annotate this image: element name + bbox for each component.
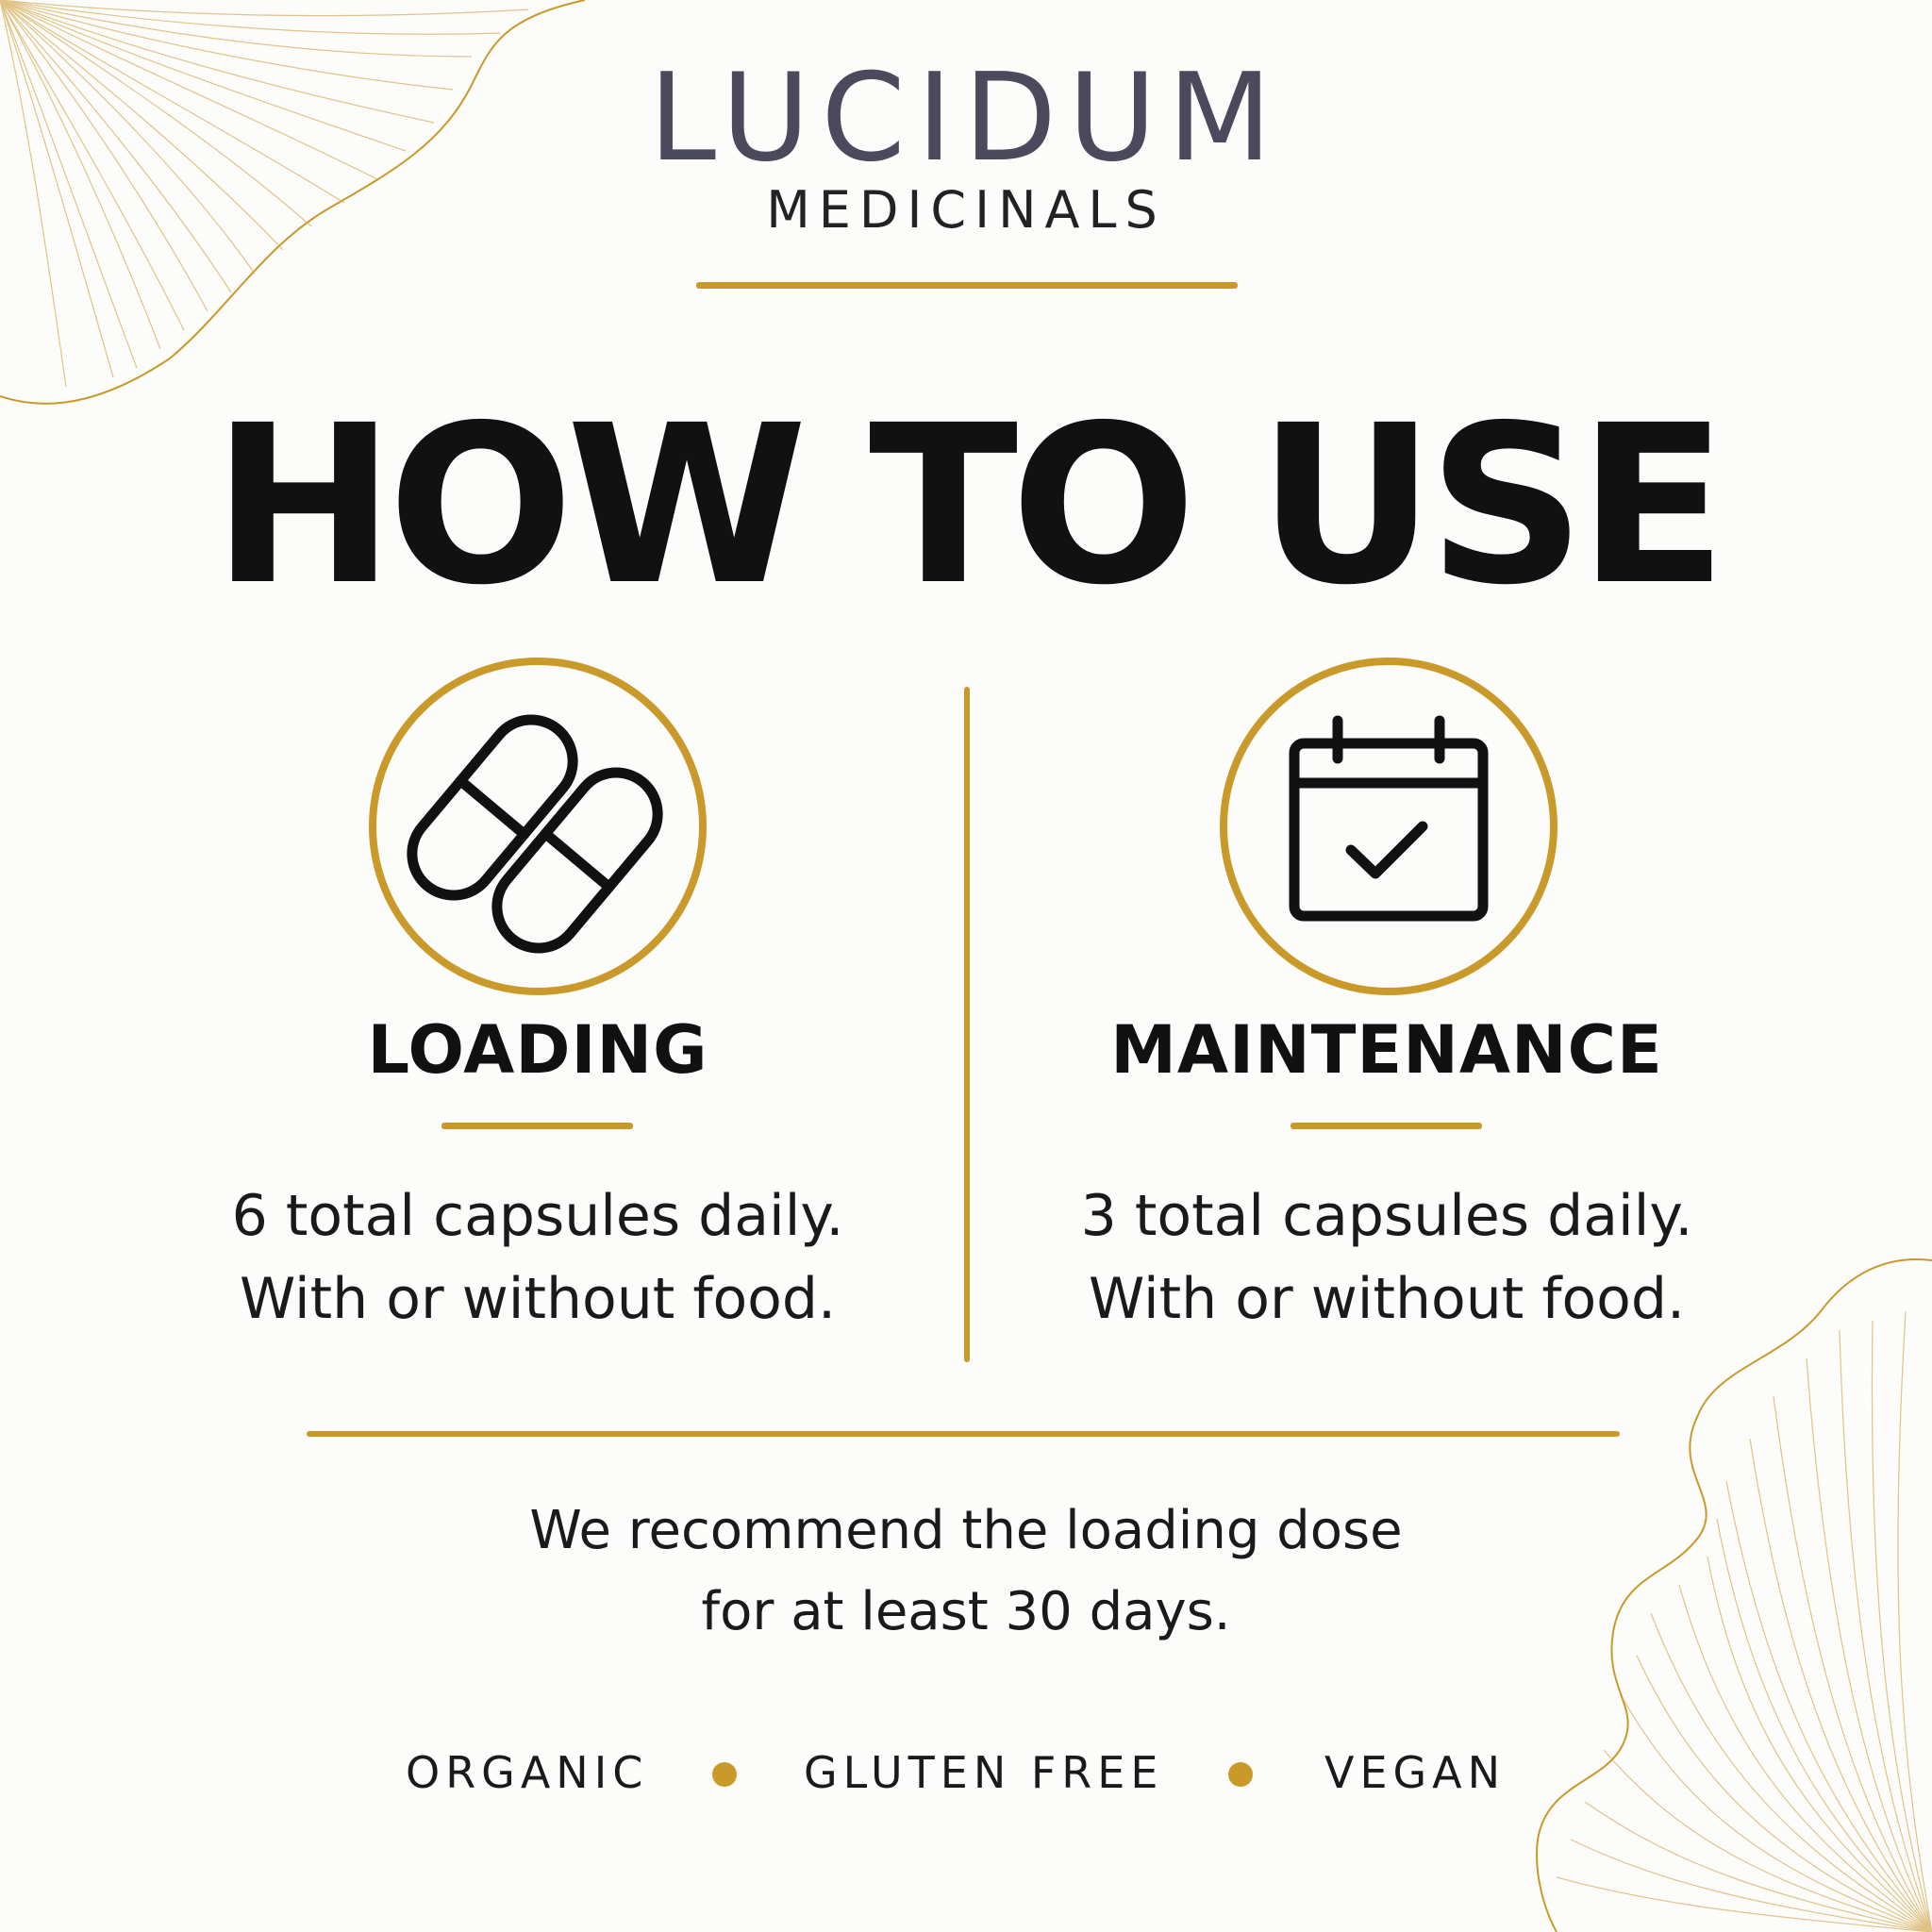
loading-line-2: With or without food. xyxy=(239,1266,837,1332)
loading-divider xyxy=(441,1123,633,1129)
loading-instructions: 6 total capsules daily. With or without … xyxy=(160,1174,915,1341)
page-headline: HOW TO USE xyxy=(211,378,1727,633)
recommendation-line-1: We recommend the loading dose xyxy=(529,1500,1403,1561)
maintenance-title: MAINTENANCE xyxy=(1110,1011,1663,1089)
loading-line-1: 6 total capsules daily. xyxy=(231,1183,844,1249)
maintenance-instructions: 3 total capsules daily. With or without … xyxy=(1009,1174,1764,1341)
section-divider xyxy=(307,1431,1620,1437)
recommendation-text: We recommend the loading dose for at lea… xyxy=(0,1491,1932,1653)
recommendation-line-2: for at least 30 days. xyxy=(701,1581,1231,1642)
column-divider xyxy=(964,687,970,1362)
brand-name: LUCIDUM xyxy=(648,48,1284,189)
capsules-icon xyxy=(369,658,707,995)
separator-dot xyxy=(1228,1762,1253,1787)
decorative-fan-top-left xyxy=(0,0,586,405)
maintenance-divider xyxy=(1291,1123,1482,1129)
calendar-check-icon xyxy=(1220,658,1557,995)
maintenance-line-2: With or without food. xyxy=(1088,1266,1686,1332)
brand-subtitle: MEDICINALS xyxy=(766,180,1166,240)
badge-gluten-free: GLUTEN FREE xyxy=(804,1747,1164,1798)
loading-title: LOADING xyxy=(367,1011,708,1089)
badge-vegan: VEGAN xyxy=(1324,1747,1507,1798)
maintenance-line-1: 3 total capsules daily. xyxy=(1080,1183,1693,1249)
brand-divider xyxy=(696,282,1238,289)
badge-organic: ORGANIC xyxy=(406,1747,649,1798)
decorative-fan-bottom-right xyxy=(1536,1258,1932,1932)
separator-dot xyxy=(712,1762,737,1787)
